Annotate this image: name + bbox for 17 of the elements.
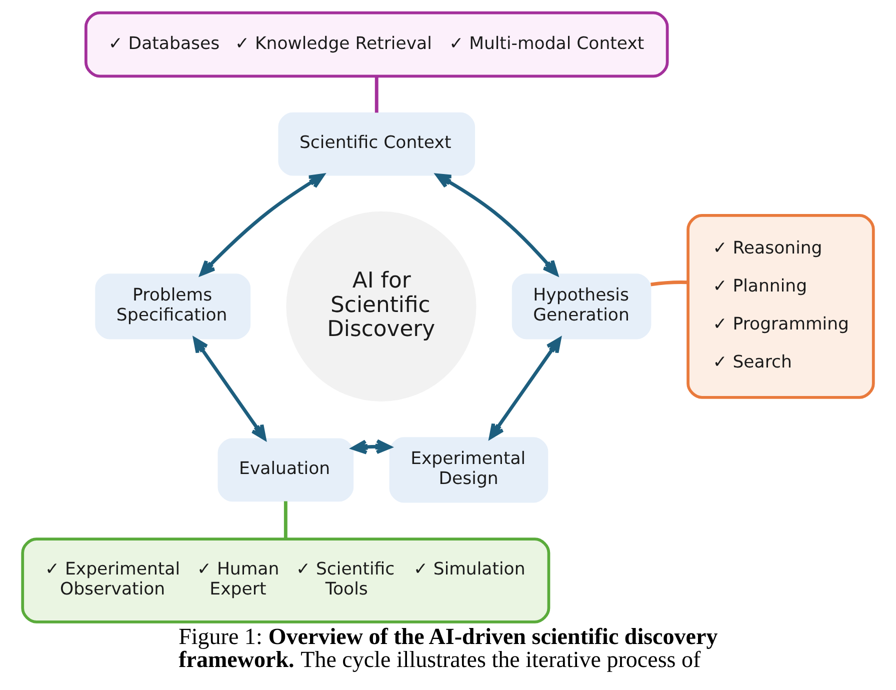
- connector: [374, 76, 378, 113]
- node-box: Problems Specification: [95, 274, 251, 340]
- node-box: Experimental Design: [389, 437, 548, 503]
- arrow: [436, 173, 558, 276]
- node-box: Scientific Context: [278, 112, 476, 176]
- node-box: ✓ Databases ✓ Knowledge Retrieval ✓ Multi-modal Context: [84, 11, 669, 78]
- connector: [284, 501, 288, 539]
- caption: Figure 1: Overview of the AI-driven scientific discovery framework. The cycle illustrates the iterative process of: [178, 622, 718, 672]
- arrow: [488, 337, 562, 440]
- node-box: ✓ Reasoning ✓ Planning ✓ Programming ✓ Search: [686, 214, 875, 399]
- arrow: [200, 174, 324, 276]
- node-box: Evaluation: [218, 438, 354, 502]
- connector: [650, 280, 688, 286]
- arrow: [352, 439, 392, 454]
- node-box: Hypothesis Generation: [512, 274, 652, 340]
- node-box: ✓ Experimental Observation ✓ Human Expert ✓ Scientific Tools ✓ Simulation: [21, 538, 550, 624]
- arrow: [193, 337, 266, 440]
